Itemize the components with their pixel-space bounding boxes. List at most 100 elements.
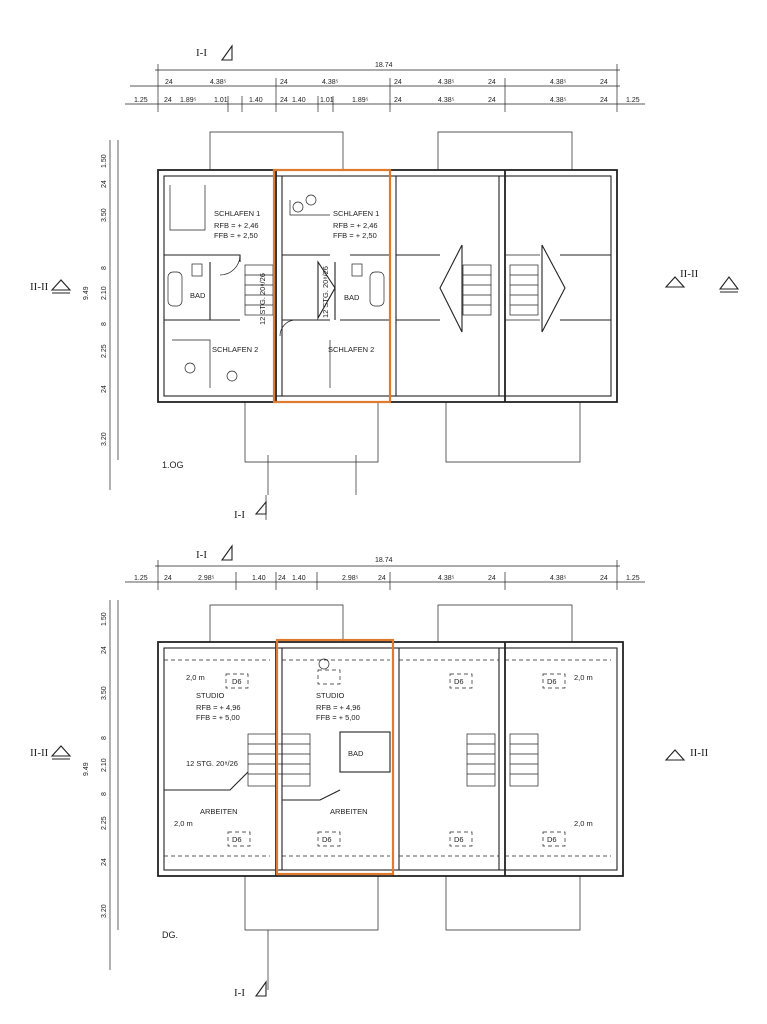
dim-left-dg: 8 <box>101 736 108 740</box>
room-label-schlafen2: SCHLAFEN 2 <box>328 345 374 354</box>
section-arrow-right-dg <box>664 749 686 761</box>
dim-top-dg: 4.38⁵ <box>438 575 455 582</box>
dim-top-1og: 24 <box>280 79 288 86</box>
section-label-bottom-1og: I-I <box>234 509 245 521</box>
outer-wall-dg <box>157 641 624 877</box>
dim-left-1og: 2.10 <box>101 286 108 300</box>
dim-row2-1og: 1.01 <box>320 97 334 104</box>
dim-top-1og: 4.38⁵ <box>210 79 227 86</box>
room-level-rfb: RFB = + 4,96 <box>316 703 361 712</box>
section-label-bottom-dg: I-I <box>234 987 245 999</box>
dormer-label: D6 <box>232 835 242 844</box>
section-arrow-left-dg <box>50 745 72 757</box>
dim-top-1og: 4.38⁵ <box>550 79 567 86</box>
dim-left-dg: 3.50 <box>101 686 108 700</box>
section-arrow-top-dg <box>220 544 233 561</box>
dim-left-dg: 8 <box>101 792 108 796</box>
dim-depth-dg: 9.49 <box>83 762 90 776</box>
dim-top-dg: 1.40 <box>252 575 266 582</box>
room-level-ffb: FFB = + 2,50 <box>214 231 258 240</box>
dim-left-dg: 24 <box>101 646 108 654</box>
stair-dg <box>247 733 277 787</box>
stair-label: 12 STG. 20⁸/26 <box>258 273 267 325</box>
dim-top-dg: 24 <box>378 575 386 582</box>
section-arrow-top-1og <box>220 44 233 61</box>
toilet-1og <box>191 263 203 277</box>
room-level-rfb: RFB = + 2,46 <box>214 221 259 230</box>
dim-row2-1og: 24 <box>164 97 172 104</box>
room-label-arbeiten: ARBEITEN <box>200 807 238 816</box>
room-label-studio: STUDIO <box>316 691 345 700</box>
dim-row2-1og: 1.25 <box>134 97 148 104</box>
stair-label: 12 STG. 20⁸/26 <box>321 266 330 318</box>
dormer-label: D6 <box>322 835 332 844</box>
level-label-1og: 1.OG <box>162 460 184 470</box>
dim-row2-1og: 4.38⁵ <box>438 97 455 104</box>
bathtub-1og <box>167 271 183 307</box>
dim-left-1og: 8 <box>101 266 108 270</box>
dim-row2-1og: 1.89⁵ <box>180 97 197 104</box>
room-label-schlafen1: SCHLAFEN 1 <box>333 209 379 218</box>
dimension-note: 2,0 m <box>574 673 593 682</box>
dim-depth-1og: 9.49 <box>83 286 90 300</box>
dim-top-dg: 4.38⁵ <box>550 575 567 582</box>
dim-left-1og: 24 <box>101 180 108 188</box>
room-label-schlafen1: SCHLAFEN 1 <box>214 209 260 218</box>
bathroom-box-dg <box>339 731 391 773</box>
dimension-note: 2,0 m <box>174 819 193 828</box>
room-level-ffb: FFB = + 5,00 <box>196 713 240 722</box>
room-level-ffb: FFB = + 2,50 <box>333 231 377 240</box>
room-label-bad: BAD <box>344 293 360 302</box>
dim-row2-1og: 4.38⁵ <box>550 97 567 104</box>
dim-row2-1og: 1.40 <box>249 97 263 104</box>
dimension-note: 2,0 m <box>574 819 593 828</box>
dimension-note: 2,0 m <box>186 673 205 682</box>
section-label-left-dg: II-II <box>30 747 49 759</box>
toilet-1og <box>351 263 363 277</box>
dim-top-dg: 24 <box>278 575 286 582</box>
section-arrow-left-1og <box>50 279 72 291</box>
dim-row2-1og: 24 <box>488 97 496 104</box>
bathtub-1og <box>369 271 385 307</box>
dormer-label: D6 <box>232 677 242 686</box>
section-label-right-dg: II-II <box>690 747 709 759</box>
dim-row2-1og: 1.01 <box>214 97 228 104</box>
dim-left-1og: 2.25 <box>101 344 108 358</box>
dim-row2-1og: 1.40 <box>292 97 306 104</box>
section-arrow-bottom-dg <box>254 980 267 997</box>
room-label-bad: BAD <box>348 749 364 758</box>
dim-top-dg: 2.98⁵ <box>342 575 359 582</box>
dim-overall-1og: 18.74 <box>375 62 393 69</box>
dim-row2-1og: 1.25 <box>626 97 640 104</box>
dim-top-1og: 4.38⁵ <box>438 79 455 86</box>
dim-overall-dg: 18.74 <box>375 557 393 564</box>
dim-top-1og: 24 <box>488 79 496 86</box>
dim-top-1og: 24 <box>394 79 402 86</box>
dormer-label: D6 <box>547 677 557 686</box>
section-label-left-1og: II-II <box>30 281 49 293</box>
room-label-studio: STUDIO <box>196 691 225 700</box>
dim-top-dg: 1.40 <box>292 575 306 582</box>
dim-left-1og: 3.20 <box>101 432 108 446</box>
dim-row2-1og: 24 <box>600 97 608 104</box>
section-arrow-bottom-1og <box>254 500 267 515</box>
section-arrow-right-1og <box>664 276 686 288</box>
dim-top-dg: 2.98⁵ <box>198 575 215 582</box>
outer-wall-1og <box>157 169 618 403</box>
section-label-top-dg: I-I <box>196 549 207 561</box>
highlight-unit-dg <box>275 638 395 876</box>
dim-top-dg: 1.25 <box>626 575 640 582</box>
room-level-rfb: RFB = + 2,46 <box>333 221 378 230</box>
dim-top-1og: 4.38⁵ <box>322 79 339 86</box>
dimension-chain-1og <box>125 64 645 112</box>
section-label-right-1og: II-II <box>680 268 699 280</box>
dim-top-dg: 1.25 <box>134 575 148 582</box>
dim-left-1og: 1.50 <box>101 154 108 168</box>
dim-left-dg: 3.20 <box>101 904 108 918</box>
level-label-dg: DG. <box>162 930 178 940</box>
room-label-arbeiten: ARBEITEN <box>330 807 368 816</box>
dormer-label: D6 <box>454 835 464 844</box>
dim-top-dg: 24 <box>488 575 496 582</box>
section-arrow-far-right-1og <box>718 276 740 290</box>
